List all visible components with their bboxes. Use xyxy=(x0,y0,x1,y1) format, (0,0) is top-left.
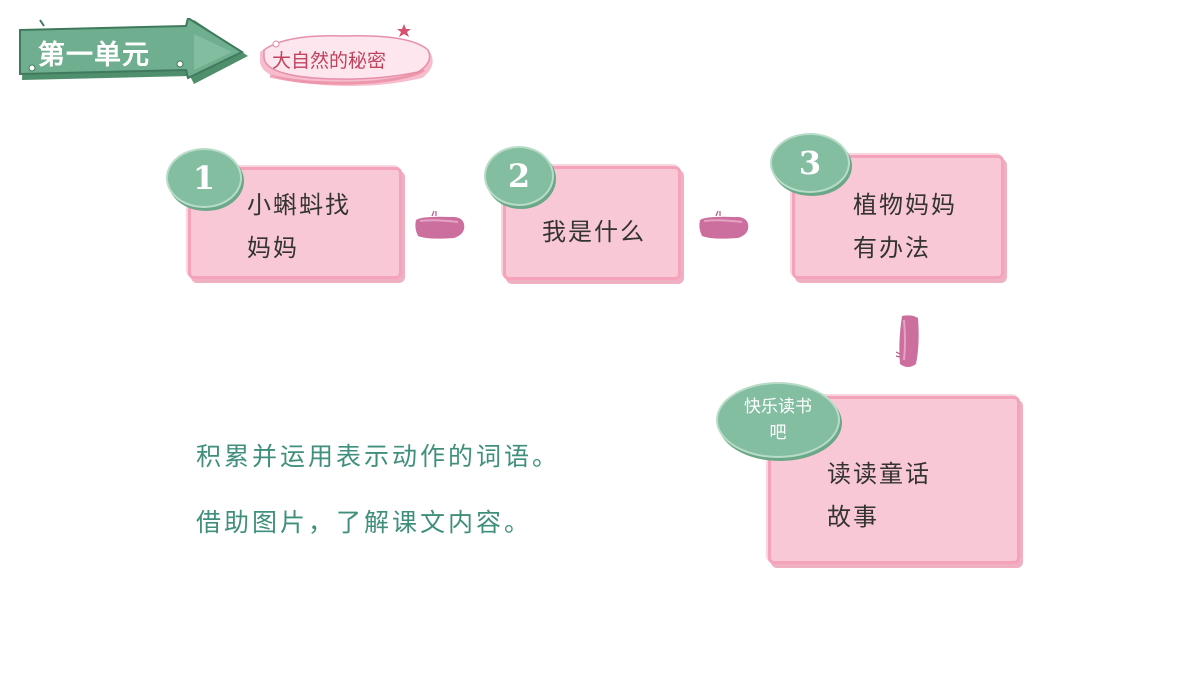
arrow-down-icon xyxy=(895,315,919,367)
lesson-1-number-badge: 1 xyxy=(166,148,242,208)
lesson-3-line-1: 植物妈妈 xyxy=(853,191,957,219)
objective-1: 积累并运用表示动作的词语。 xyxy=(196,442,561,471)
lesson-2-number: 2 xyxy=(507,157,531,195)
lesson-1-number: 1 xyxy=(192,159,216,197)
reading-line-2: 故事 xyxy=(827,503,879,531)
unit-title: 第一单元 xyxy=(38,40,150,71)
theme-ribbon xyxy=(260,24,433,86)
objective-2: 借助图片，了解课文内容。 xyxy=(196,508,533,537)
arrow-right-icon xyxy=(415,210,465,239)
theme-title: 大自然的秘密 xyxy=(272,50,387,72)
reading-badge-line-2: 吧 xyxy=(769,423,787,443)
arrow-right-icon xyxy=(699,210,749,239)
lesson-1-line-1: 小蝌蚪找 xyxy=(247,191,351,219)
reading-badge-line-1: 快乐读书 xyxy=(744,397,812,417)
star-icon xyxy=(397,24,411,37)
reading-badge: 快乐读书 吧 xyxy=(716,382,840,458)
lesson-3-number: 3 xyxy=(798,144,822,182)
lesson-2-number-badge: 2 xyxy=(484,146,554,206)
reading-line-1: 读读童话 xyxy=(827,460,931,488)
lesson-3-line-2: 有办法 xyxy=(853,234,931,262)
lesson-3-number-badge: 3 xyxy=(770,133,850,193)
unit-banner xyxy=(19,18,248,84)
lesson-2-line-1: 我是什么 xyxy=(542,218,646,246)
lesson-1-line-2: 妈妈 xyxy=(247,234,299,262)
reading-card[interactable]: 读读童话 故事 xyxy=(768,396,1020,564)
